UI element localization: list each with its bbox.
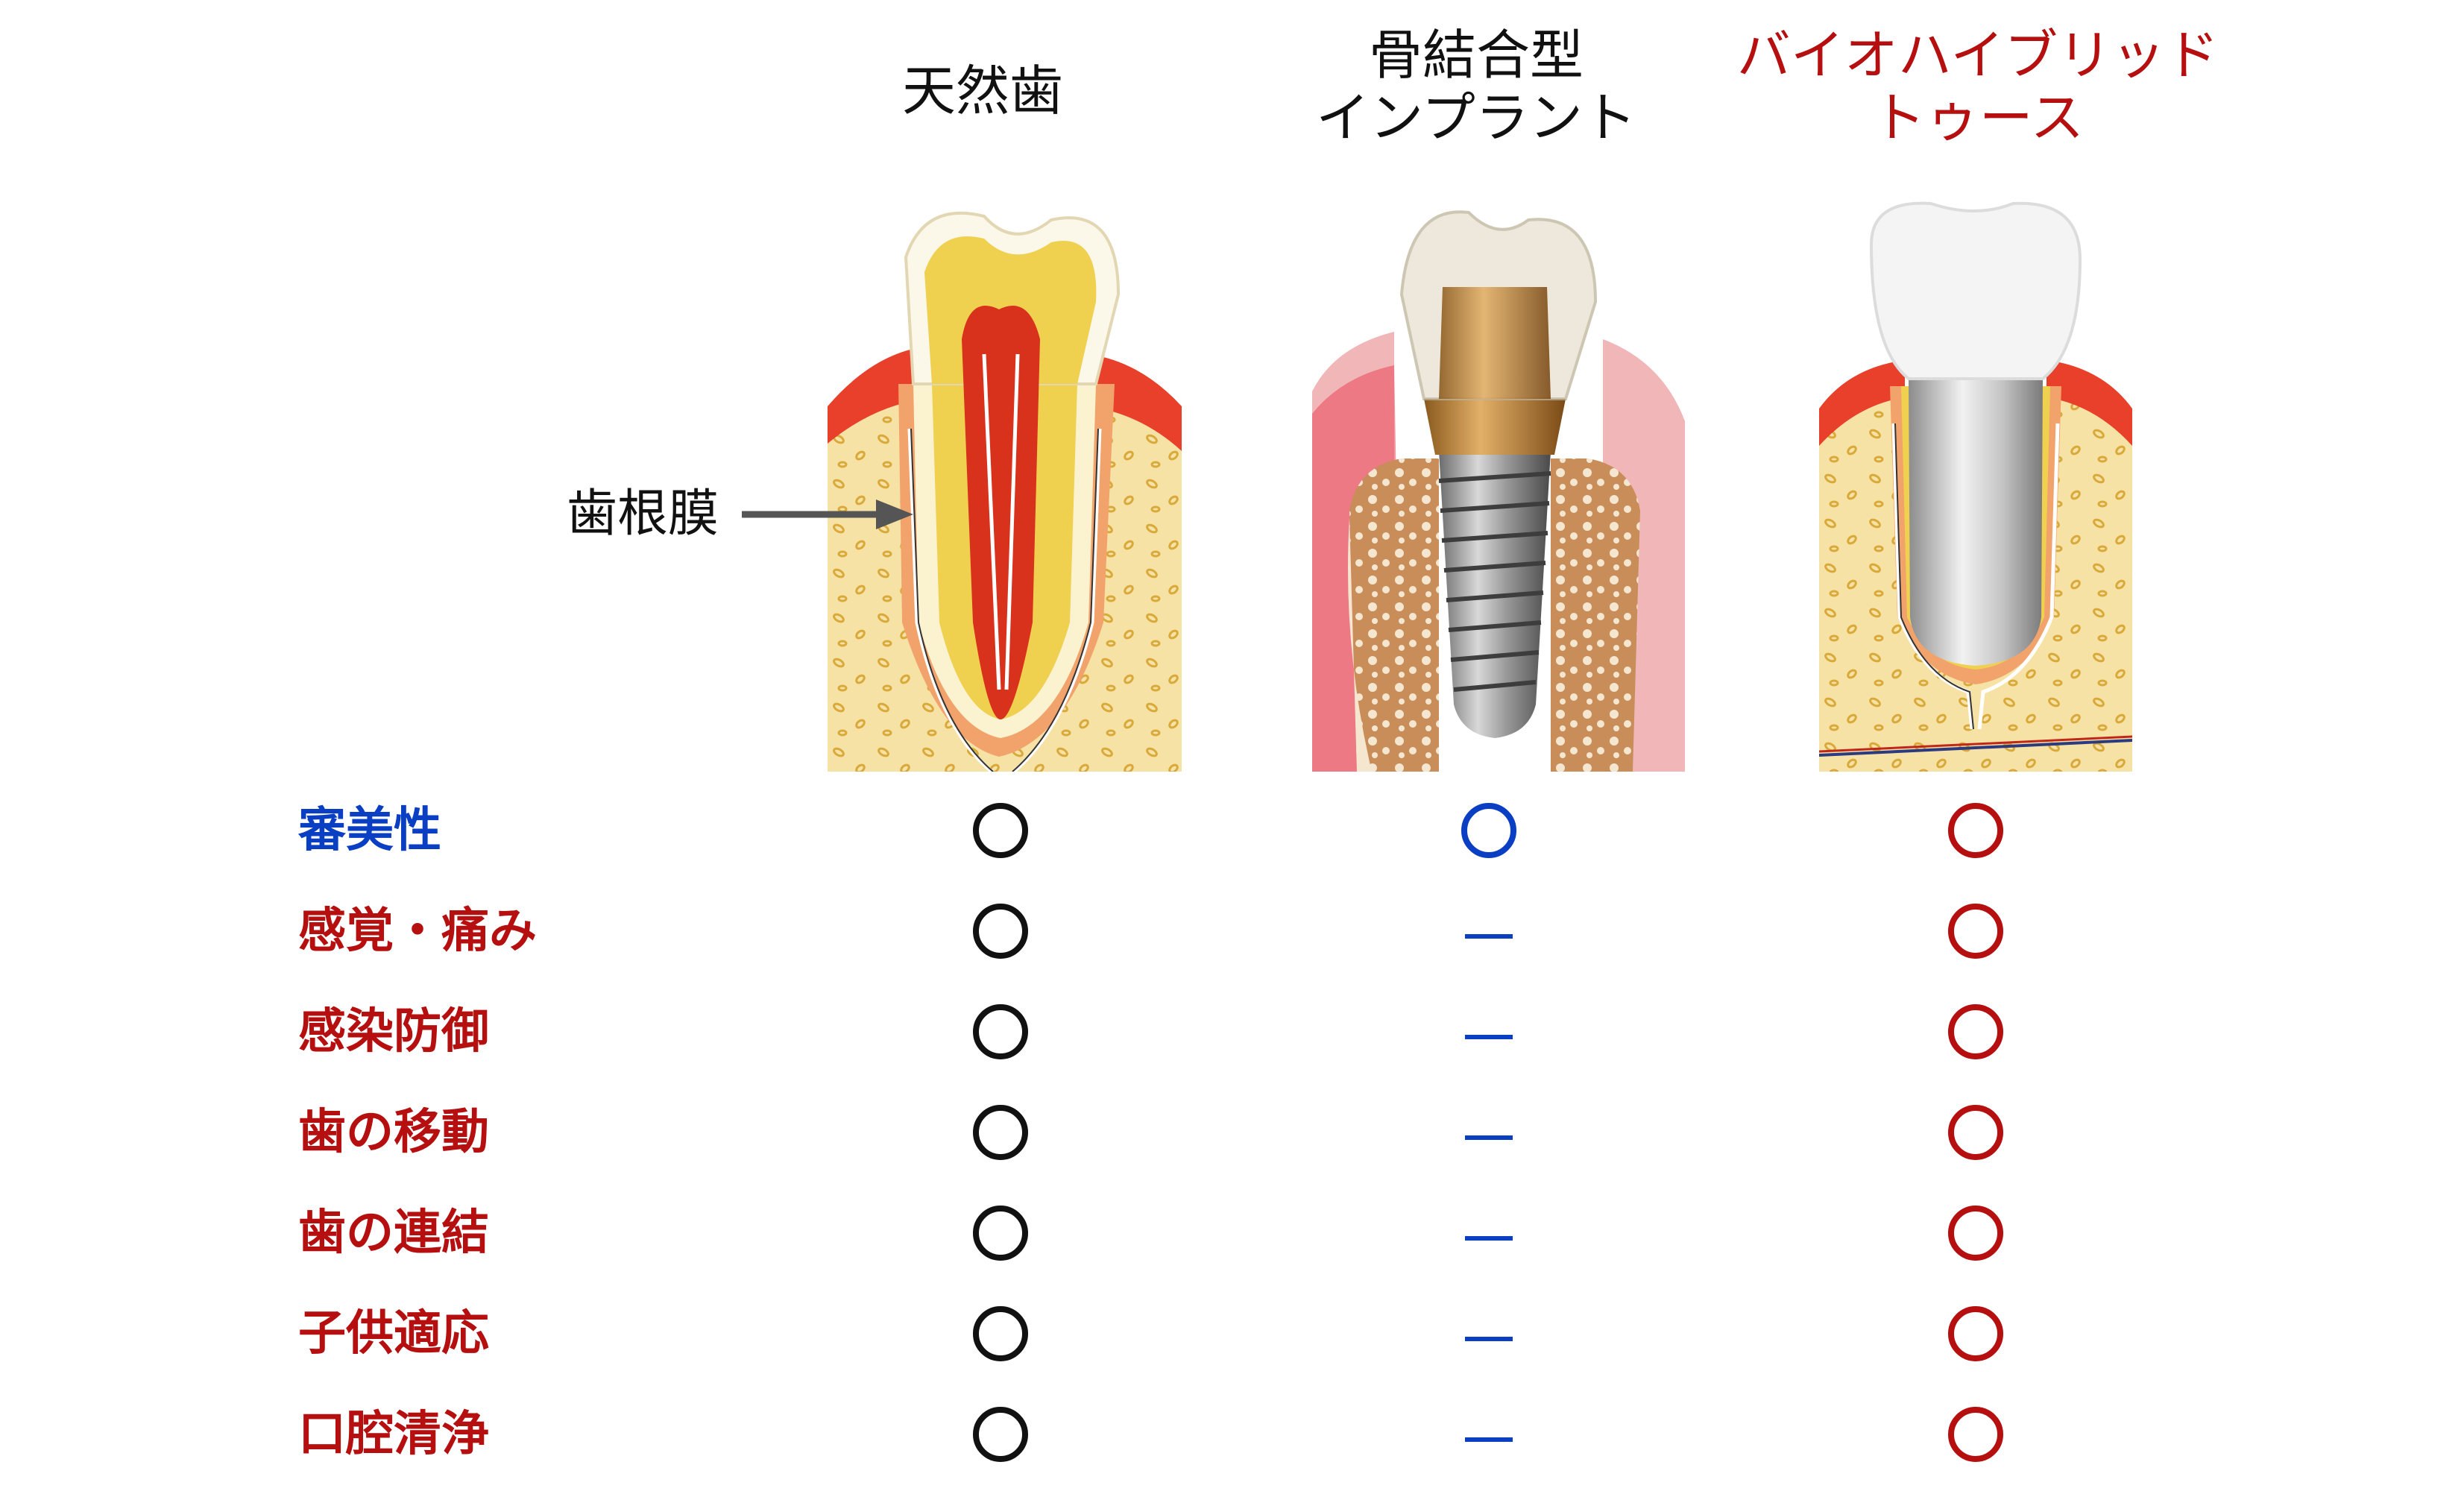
row-label: 感染防御: [298, 1004, 489, 1059]
column-title-line: トゥース: [1871, 86, 2085, 149]
row-label: 歯の連結: [298, 1206, 489, 1261]
dash-mark: [1465, 934, 1513, 939]
circle-mark: [1948, 1306, 2003, 1361]
column-header-implant: 骨結合型 インプラント: [1316, 24, 1636, 149]
circle-mark: [1948, 904, 2003, 959]
circle-mark: [973, 1407, 1028, 1462]
circle-mark: [1948, 803, 2003, 858]
column-title-line: 天然歯: [901, 60, 1064, 122]
biohybrid-tooth-illustration: [1819, 200, 2132, 772]
circle-mark: [1948, 1105, 2003, 1160]
dash-mark: [1465, 1337, 1513, 1341]
column-header-biohybrid: バイオハイブリッド トゥース: [1737, 24, 2219, 149]
column-header-natural: 天然歯: [902, 60, 1063, 122]
dash-mark: [1465, 1236, 1513, 1241]
row-label: 感覚・痛み: [298, 904, 537, 959]
dash-mark: [1465, 1035, 1513, 1039]
implant-illustration: [1312, 198, 1685, 772]
row-label: 口腔清浄: [298, 1407, 489, 1462]
row-label: 歯の移動: [298, 1105, 489, 1160]
circle-mark: [973, 1206, 1028, 1261]
pdl-annotation-label: 歯根膜: [567, 485, 719, 543]
circle-mark: [1948, 1004, 2003, 1059]
row-label: 子供適応: [298, 1306, 489, 1361]
circle-mark: [973, 1306, 1028, 1361]
natural-tooth-illustration: [828, 205, 1182, 772]
dash-mark: [1465, 1437, 1513, 1442]
column-title-line: インプラント: [1316, 86, 1636, 149]
circle-mark: [1461, 803, 1516, 858]
column-title-line: 骨結合型: [1368, 24, 1584, 86]
circle-mark: [1948, 1407, 2003, 1462]
circle-mark: [973, 1004, 1028, 1059]
column-title-line: バイオハイブリッド: [1736, 24, 2219, 86]
circle-mark: [973, 904, 1028, 959]
circle-mark: [973, 1105, 1028, 1160]
dash-mark: [1465, 1135, 1513, 1140]
arrow-right-icon: [742, 498, 913, 531]
circle-mark: [973, 803, 1028, 858]
row-label: 審美性: [298, 803, 441, 858]
circle-mark: [1948, 1206, 2003, 1261]
